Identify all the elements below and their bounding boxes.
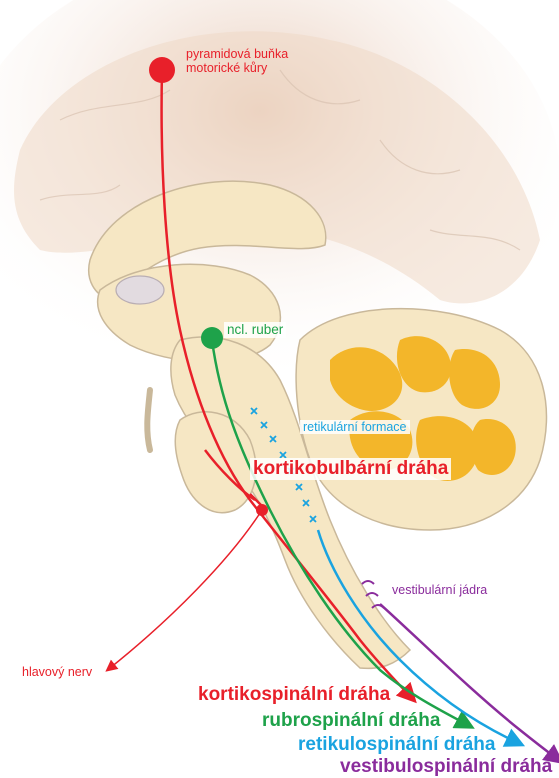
label-pyramid-cell-line2: motorické kůry bbox=[186, 61, 288, 75]
pyramid-cell-body bbox=[149, 57, 175, 83]
red-nucleus-body bbox=[201, 327, 223, 349]
label-vestibulospinal: vestibulospinální dráha bbox=[340, 756, 552, 778]
label-corticobulbar: kortikobulbární dráha bbox=[250, 458, 451, 480]
ventricle bbox=[116, 276, 164, 304]
label-rubrospinal: rubrospinální dráha bbox=[262, 710, 440, 732]
label-cranial-nerve: hlavový nerv bbox=[22, 665, 92, 679]
label-vestibular-nuclei: vestibulární jádra bbox=[392, 583, 487, 597]
label-reticular-formation: retikulární formace bbox=[300, 420, 410, 434]
label-pyramid-cell-line1: pyramidová buňka bbox=[186, 47, 288, 61]
cranial-nerve-fiber bbox=[110, 510, 262, 668]
label-reticulospinal: retikulospinální dráha bbox=[298, 734, 495, 756]
label-pyramid-cell: pyramidová buňka motorické kůry bbox=[186, 47, 288, 76]
pituitary-stalk bbox=[147, 390, 150, 450]
label-corticospinal: kortikospinální dráha bbox=[198, 684, 390, 706]
label-ncl-ruber: ncl. ruber bbox=[224, 322, 286, 338]
